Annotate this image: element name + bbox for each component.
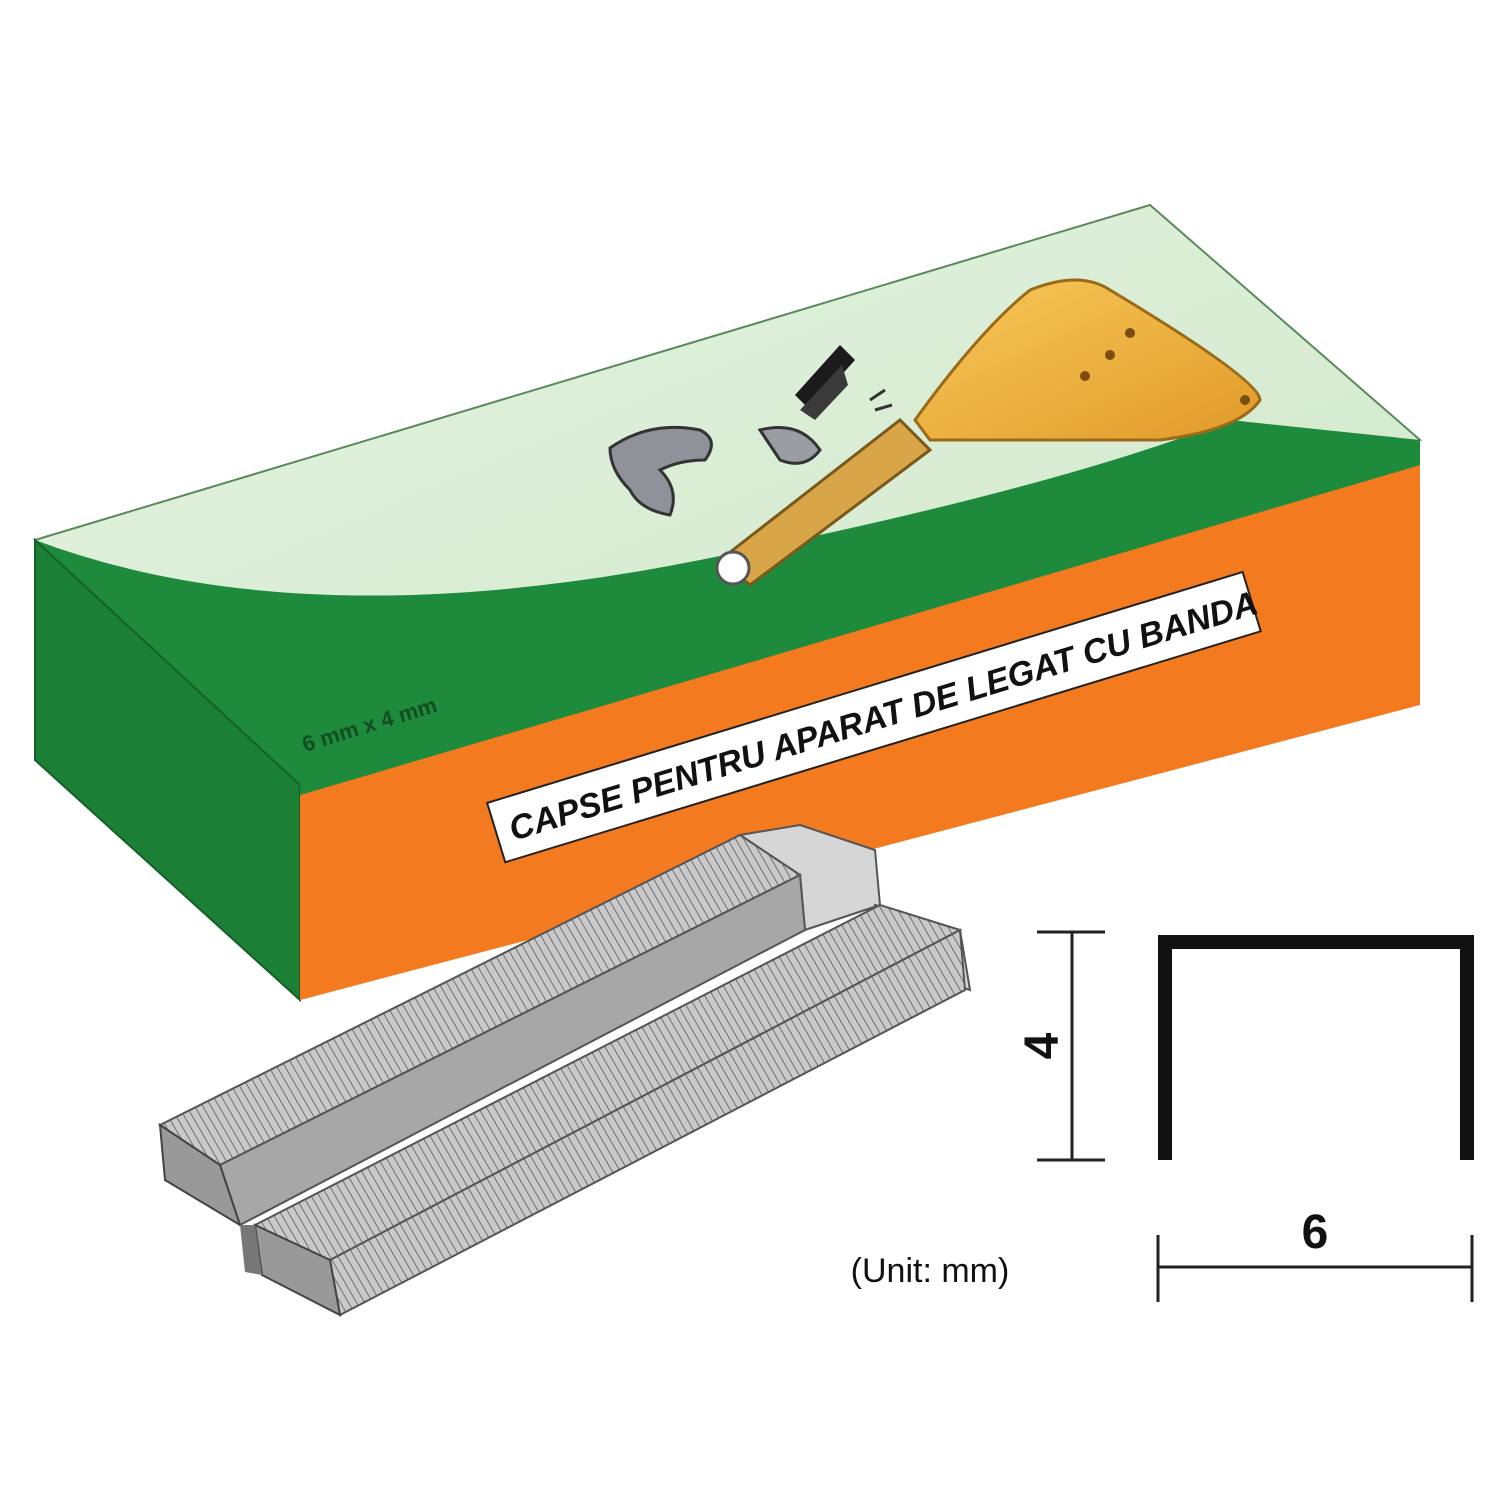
width-dimension (1156, 1235, 1474, 1302)
staple-strips (158, 823, 972, 1317)
width-value: 6 (1302, 1206, 1329, 1259)
dimension-diagram: 4 6 (Unit: mm) (851, 930, 1474, 1302)
box-green-strip (300, 440, 1420, 795)
unit-caption: (Unit: mm) (851, 1252, 1010, 1290)
tool-illustration (608, 278, 1262, 587)
box-top-green-sweep (35, 420, 1420, 785)
staple-box: CAPSE PENTRU APARAT DE LEGAT CU BANDA 6 … (33, 203, 1423, 1003)
height-value: 4 (1016, 1032, 1069, 1059)
height-dimension (1037, 930, 1105, 1162)
staple-profile (1158, 935, 1474, 1160)
